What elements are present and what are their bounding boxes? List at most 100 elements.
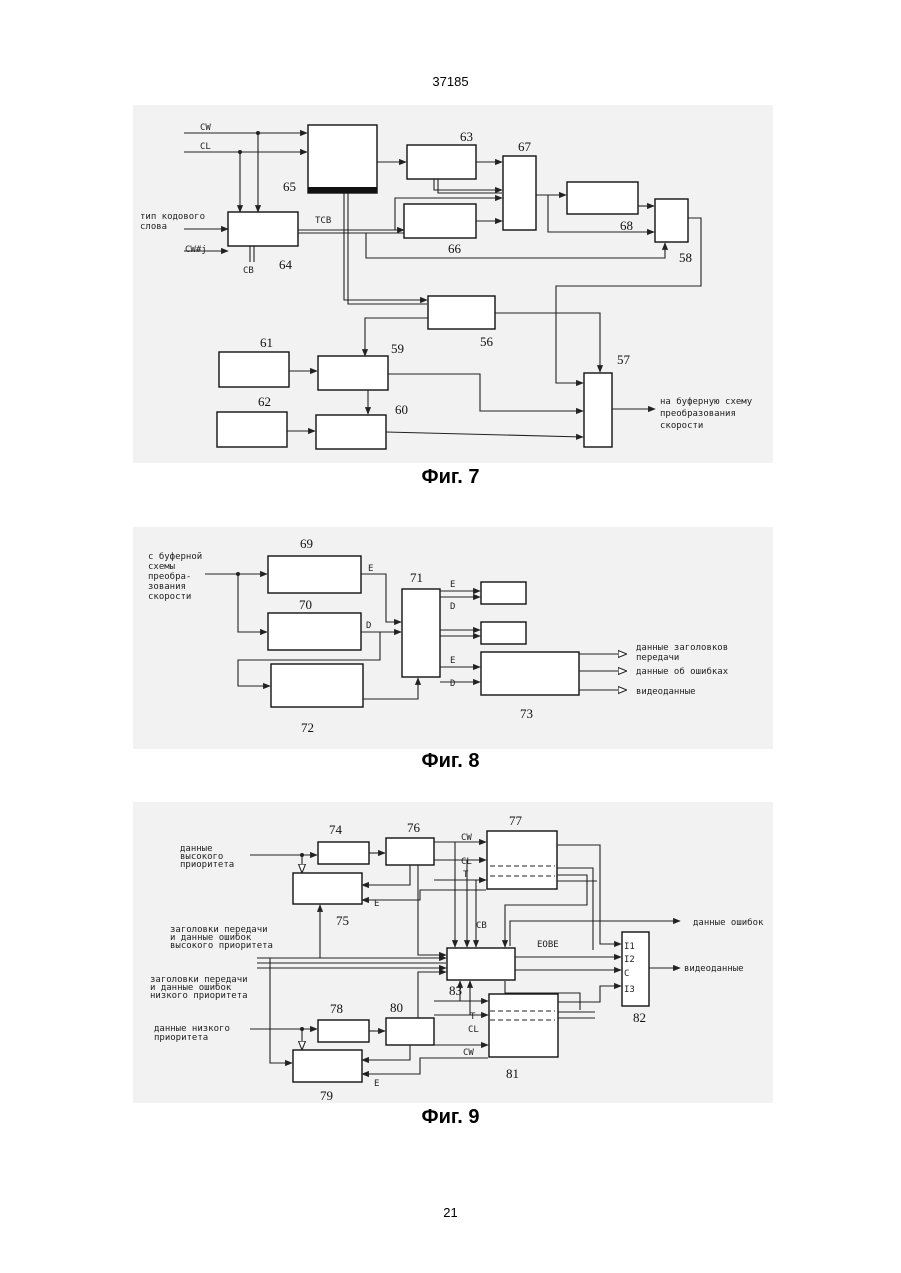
fig7-tcb-label: TCB bbox=[315, 216, 331, 226]
fig8-d-label-1: D bbox=[366, 621, 371, 631]
fig8-e-label-1: E bbox=[368, 564, 373, 574]
fig8-num-73: 73 bbox=[520, 706, 533, 721]
fig8-d-label-3: D bbox=[450, 679, 455, 689]
fig9-hdr-line-3: высокого приоритета bbox=[170, 941, 273, 951]
fig8-input-line-5: скорости bbox=[148, 592, 191, 602]
fig9-e-label-bottom: E bbox=[374, 1079, 379, 1089]
fig8-input-line-2: схемы bbox=[148, 562, 175, 572]
fig7-output-line-3: скорости bbox=[660, 421, 703, 431]
fig9-num-81: 81 bbox=[506, 1066, 519, 1081]
fig9-block-75 bbox=[293, 873, 362, 904]
figure-8: с буферной схемы преобра- зования скорос… bbox=[133, 527, 773, 749]
fig8-block-69 bbox=[268, 556, 361, 593]
fig7-block-61 bbox=[219, 352, 289, 387]
fig9-c-label: C bbox=[624, 969, 629, 979]
fig7-num-64: 64 bbox=[279, 257, 293, 272]
fig9-cl-label-bottom: CL bbox=[468, 1025, 479, 1035]
fig8-out-line-4: видеоданные bbox=[636, 687, 696, 697]
fig9-cw-label-top: CW bbox=[461, 833, 472, 843]
fig7-block-64 bbox=[228, 212, 298, 246]
fig8-input-line-1: с буферной bbox=[148, 551, 202, 562]
fig7-caption: Фиг. 7 bbox=[0, 466, 901, 489]
fig8-num-72: 72 bbox=[301, 720, 314, 735]
fig9-i1-label: I1 bbox=[624, 942, 635, 952]
fig9-cw-label-bottom: CW bbox=[463, 1048, 474, 1058]
fig8-block-70 bbox=[268, 613, 361, 650]
fig7-block-63 bbox=[407, 145, 476, 179]
fig7-block-58 bbox=[655, 199, 688, 242]
fig9-caption: Фиг. 9 bbox=[0, 1106, 901, 1129]
fig7-cb-label: CB bbox=[243, 266, 254, 276]
fig8-caption: Фиг. 8 bbox=[0, 750, 901, 773]
fig9-lp-line-2: приоритета bbox=[154, 1033, 208, 1043]
fig8-num-71: 71 bbox=[410, 570, 423, 585]
fig8-input-line-4: зования bbox=[148, 582, 186, 592]
fig8-block-72 bbox=[271, 664, 363, 707]
fig9-block-78 bbox=[318, 1020, 369, 1042]
fig7-block-66 bbox=[404, 204, 476, 238]
fig7-cw-label: CW bbox=[200, 123, 211, 133]
fig8-input-line-3: преобра- bbox=[148, 571, 191, 582]
fig9-num-78: 78 bbox=[330, 1001, 343, 1016]
fig8-e-label-2: E bbox=[450, 580, 455, 590]
fig7-block-60 bbox=[316, 415, 386, 449]
fig8-e-label-3: E bbox=[450, 656, 455, 666]
fig9-block-83 bbox=[447, 948, 515, 980]
fig7-type-label-1: тип кодового bbox=[140, 212, 205, 222]
fig7-block-59 bbox=[318, 356, 388, 390]
fig7-block-68 bbox=[567, 182, 638, 214]
fig9-num-77: 77 bbox=[509, 813, 523, 828]
fig9-num-82: 82 bbox=[633, 1010, 646, 1025]
fig8-num-69: 69 bbox=[300, 536, 313, 551]
fig7-num-68: 68 bbox=[620, 218, 633, 233]
fig7-num-66: 66 bbox=[448, 241, 462, 256]
fig7-block-62 bbox=[217, 412, 287, 447]
fig9-i2-label: I2 bbox=[624, 955, 635, 965]
fig7-type-label-2: слова bbox=[140, 222, 167, 232]
fig9-hp-line-3: приоритета bbox=[180, 860, 234, 870]
fig9-block-77 bbox=[487, 831, 557, 889]
fig7-num-65: 65 bbox=[283, 179, 296, 194]
fig9-num-79: 79 bbox=[320, 1088, 333, 1103]
fig9-block-74 bbox=[318, 842, 369, 864]
fig7-num-60: 60 bbox=[395, 402, 408, 417]
fig9-video-out: видеоданные bbox=[684, 964, 744, 974]
fig9-t-label-bottom: T bbox=[470, 1012, 476, 1022]
fig8-out-line-1: данные заголовков bbox=[636, 643, 728, 653]
fig7-cl-label: CL bbox=[200, 142, 211, 152]
fig9-num-75: 75 bbox=[336, 913, 349, 928]
fig7-block-65 bbox=[308, 125, 377, 193]
fig7-num-63: 63 bbox=[460, 129, 473, 144]
fig9-error-out: данные ошибок bbox=[693, 917, 764, 928]
fig8-num-70: 70 bbox=[299, 597, 312, 612]
fig7-num-62: 62 bbox=[258, 394, 271, 409]
fig9-cb-label: CB bbox=[476, 921, 487, 931]
fig7-num-59: 59 bbox=[391, 341, 404, 356]
fig9-eobe-label: EOBE bbox=[537, 940, 559, 950]
fig9-lhdr-line-3: низкого приоритета bbox=[150, 991, 248, 1001]
fig9-t-label-top: T bbox=[463, 870, 469, 880]
fig8-out-line-3: данные об ошибках bbox=[636, 666, 729, 677]
fig7-block-67 bbox=[503, 156, 536, 230]
fig7-output-line-1: на буферную схему bbox=[660, 396, 753, 407]
fig9-block-76 bbox=[386, 838, 434, 865]
fig9-num-80: 80 bbox=[390, 1000, 403, 1015]
fig7-num-57: 57 bbox=[617, 352, 631, 367]
fig8-block-71 bbox=[402, 589, 440, 677]
fig7-num-67: 67 bbox=[518, 139, 532, 154]
fig7-output-line-2: преобразования bbox=[660, 408, 736, 419]
fig9-block-81 bbox=[489, 994, 558, 1057]
fig9-num-76: 76 bbox=[407, 820, 421, 835]
fig8-output-block-d bbox=[481, 622, 526, 644]
fig7-block-56 bbox=[428, 296, 495, 329]
page-number: 21 bbox=[0, 1205, 901, 1220]
fig9-i3-label: I3 bbox=[624, 985, 635, 995]
fig8-background bbox=[133, 527, 773, 749]
fig9-block-79 bbox=[293, 1050, 362, 1082]
fig7-block-57 bbox=[584, 373, 612, 447]
fig8-block-73 bbox=[481, 652, 579, 695]
fig8-out-line-2: передачи bbox=[636, 653, 679, 663]
figure-7: CW CL тип кодового слова CW#j CB TCB 65 … bbox=[133, 105, 773, 463]
fig7-num-56: 56 bbox=[480, 334, 494, 349]
